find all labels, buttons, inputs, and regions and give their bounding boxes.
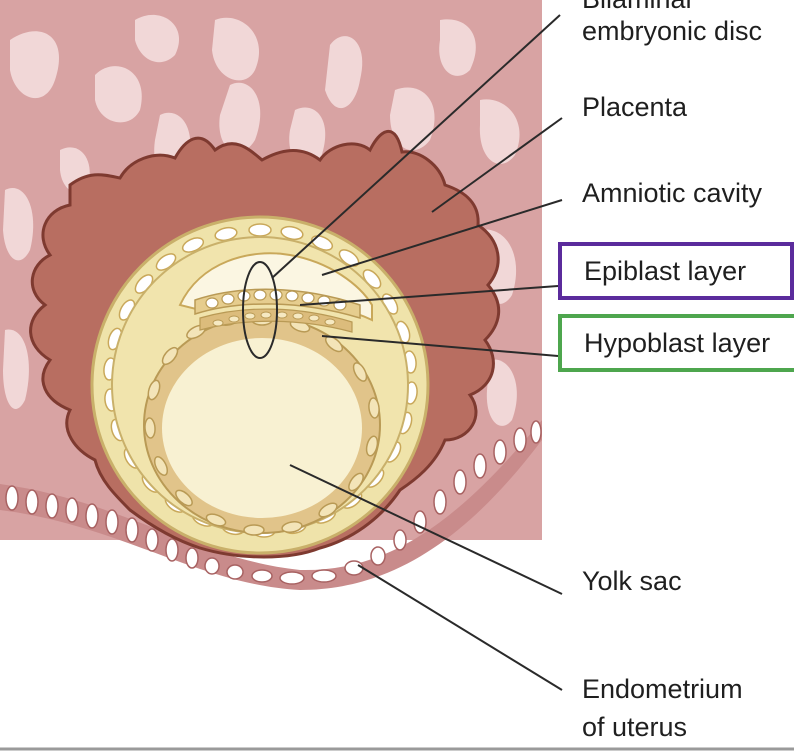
leader-line-endometrium xyxy=(357,564,563,691)
label-placenta: Placenta xyxy=(582,92,688,122)
yolk-sac xyxy=(143,314,381,536)
label-yolk-sac: Yolk sac xyxy=(582,566,682,596)
leader-line-placenta xyxy=(431,117,563,213)
label-epiblast-layer: Epiblast layer xyxy=(584,256,747,286)
leader-line-yolk xyxy=(289,464,563,595)
leader-lines xyxy=(271,14,563,691)
hypoblast-cells xyxy=(212,311,336,327)
leader-line-bilaminar xyxy=(271,14,561,279)
epiblast-label-box: Epiblast layer xyxy=(558,242,794,300)
label-endometrium-line1: Endometrium xyxy=(582,674,743,704)
label-bilaminar-line1: Bilaminar xyxy=(582,0,695,16)
label-endometrium-line2: of uterus xyxy=(582,712,688,742)
endometrium-epithelium xyxy=(0,420,542,590)
label-bilaminar-line2: embryonic disc xyxy=(582,16,763,46)
hypoblast-label-box: Hypoblast layer xyxy=(558,314,794,372)
label-amniotic-cavity: Amniotic cavity xyxy=(582,178,763,208)
leader-line-epiblast xyxy=(299,285,559,306)
leader-line-hypoblast xyxy=(321,335,559,357)
label-hypoblast-layer: Hypoblast layer xyxy=(584,328,771,358)
leader-line-amniotic xyxy=(321,199,563,276)
disc-highlight-ellipse xyxy=(242,261,278,359)
